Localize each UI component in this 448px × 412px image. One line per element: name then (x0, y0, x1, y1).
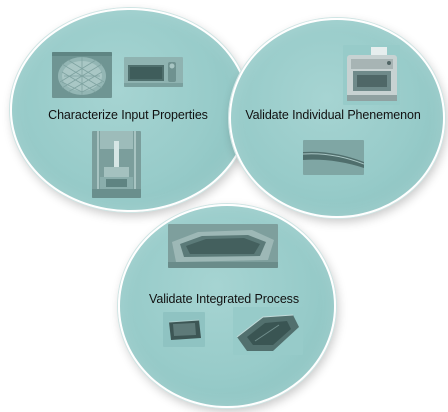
formed-shell-photo (233, 307, 303, 355)
validate-phenomenon-circle (229, 18, 445, 218)
test-fixture-photo (92, 131, 141, 198)
forming-mold-photo (168, 224, 278, 268)
validate-process-label: Validate Integrated Process (149, 292, 299, 306)
characterize-input-label: Characterize Input Properties (48, 108, 208, 122)
material-sample-photo (124, 57, 183, 87)
woven-fabric-photo (52, 52, 112, 98)
validate-phenomenon-label: Validate Individual Phenemenon (245, 108, 421, 122)
formed-strip-photo (303, 140, 364, 175)
small-molded-part-photo (163, 312, 205, 347)
test-machine-photo (343, 45, 400, 105)
